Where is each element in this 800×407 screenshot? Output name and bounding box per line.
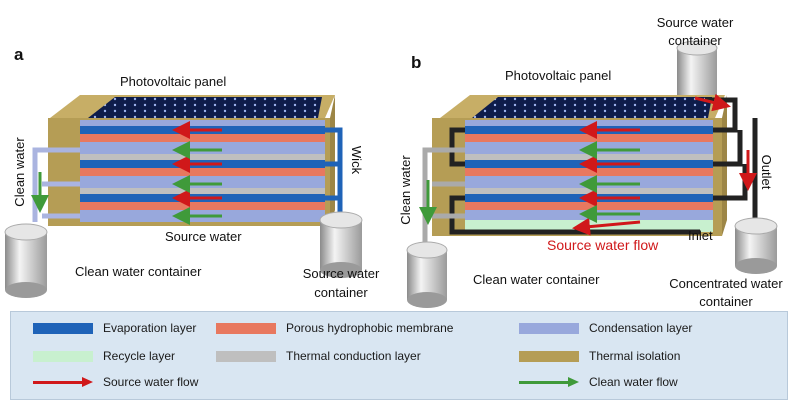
legend-label: Condensation layer [589, 321, 693, 335]
panel-b-pv-panel [472, 97, 712, 118]
condensation-swatch [519, 322, 579, 334]
legend-item-evaporation: Evaporation layer [33, 320, 196, 336]
legend-item-conduction: Thermal conduction layer [216, 348, 421, 364]
conduction-swatch [216, 350, 276, 362]
green-arrow-icon [519, 376, 579, 388]
panel-b-outlet-label: Outlet [759, 155, 774, 190]
membrane-swatch [216, 322, 276, 334]
panel-a-layer-stack [80, 120, 325, 222]
legend-item-recycle: Recycle layer [33, 348, 175, 364]
panel-b-clean-container [406, 241, 448, 308]
legend-item-source-flow: Source water flow [33, 374, 198, 390]
panel-b-concentrated-line2: container [699, 294, 753, 309]
panel-b-clean-container-label: Clean water container [473, 272, 600, 287]
panel-b-pv-label: Photovoltaic panel [505, 68, 611, 83]
panel-b-source-flow-label: Source water flow [547, 237, 659, 253]
panel-b-inlet-label: Inlet [688, 228, 713, 243]
panel-b-source-container-line1: Source water [657, 15, 734, 30]
recycle-swatch [33, 350, 93, 362]
legend-item-clean-flow: Clean water flow [519, 374, 678, 390]
legend-label: Evaporation layer [103, 321, 197, 335]
panel-a-pv-label: Photovoltaic panel [120, 74, 226, 89]
red-arrow-icon [33, 376, 93, 388]
panel-a-clean-container-label: Clean water container [75, 264, 202, 279]
panel-a-clean-water-label: Clean water [12, 137, 27, 207]
panel-a-wick [325, 127, 343, 225]
legend-label: Thermal isolation [589, 349, 681, 363]
panel-a-wick-label: Wick [349, 146, 364, 175]
legend-label: Source water flow [103, 375, 199, 389]
legend: Evaporation layer Porous hydrophobic mem… [10, 311, 788, 400]
legend-label: Clean water flow [589, 375, 678, 389]
evaporation-swatch [33, 322, 93, 334]
panel-a-letter: a [14, 45, 24, 64]
panel-b-concentrated-line1: Concentrated water [669, 276, 783, 291]
panel-a-source-water-label: Source water [165, 229, 242, 244]
panel-b-source-container-line2: container [668, 33, 722, 48]
legend-item-membrane: Porous hydrophobic membrane [216, 320, 453, 336]
legend-item-isolation: Thermal isolation [519, 348, 680, 364]
panel-b-concentrated-container [734, 217, 778, 274]
panel-a: a [4, 45, 380, 300]
panel-b-clean-water-label: Clean water [398, 155, 413, 225]
panel-b-source-arrows [572, 93, 757, 236]
panel-b: b [398, 15, 783, 309]
panel-b-clean-arrows [579, 141, 640, 223]
legend-label: Recycle layer [103, 349, 176, 363]
panel-a-clean-arrows [172, 141, 222, 225]
panel-a-clean-container [4, 223, 48, 298]
legend-label: Thermal conduction layer [286, 349, 421, 363]
panel-a-source-arrows [172, 121, 222, 207]
diagram-canvas: a [4, 15, 783, 309]
panel-a-source-container [319, 211, 363, 278]
panel-a-source-container-line1: Source water [303, 266, 380, 281]
legend-item-condensation: Condensation layer [519, 320, 692, 336]
panel-a-pv-panel [88, 97, 322, 118]
legend-label: Porous hydrophobic membrane [286, 321, 454, 335]
panel-a-source-container-line2: container [314, 285, 368, 300]
panel-b-source-container [676, 40, 718, 100]
isolation-swatch [519, 350, 579, 362]
panel-b-letter: b [411, 53, 421, 72]
